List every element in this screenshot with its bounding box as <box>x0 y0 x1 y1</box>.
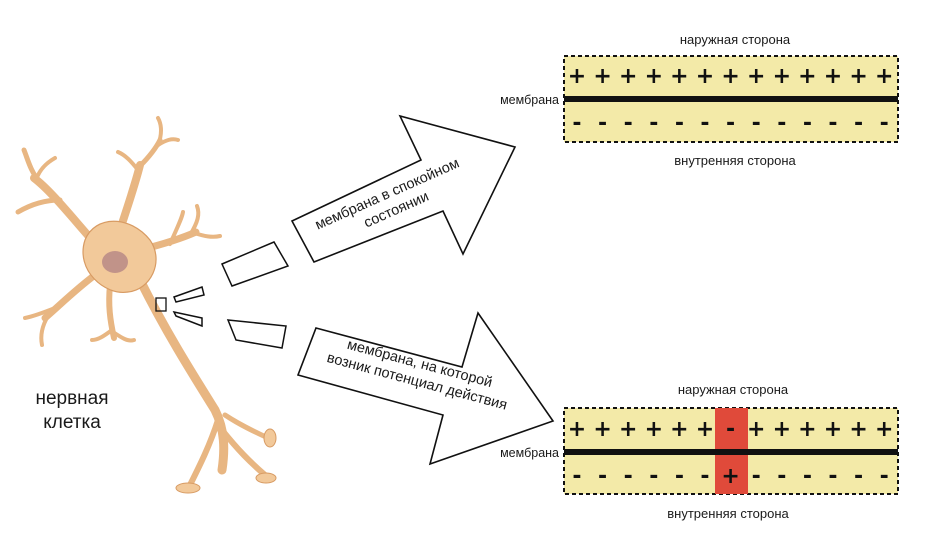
plus-charge: + <box>849 417 867 442</box>
membrane-label: мембрана <box>500 446 559 460</box>
axon-terminal <box>255 472 277 484</box>
minus-charge: - <box>803 111 812 136</box>
neuron-dendrites <box>15 116 222 347</box>
minus-charge: - <box>598 111 607 136</box>
plus-charge: + <box>773 64 791 89</box>
minus-charge: - <box>854 111 863 136</box>
axon-terminal <box>175 482 201 494</box>
minus-charge: - <box>854 464 863 489</box>
minus-charge: - <box>880 111 889 136</box>
plus-charge: + <box>670 417 688 442</box>
neuron-label-line1: нервная <box>35 388 108 409</box>
neuron-label-line2: клетка <box>43 412 101 433</box>
plus-charge: + <box>645 64 663 89</box>
zoom-rays <box>172 241 290 349</box>
minus-charge: - <box>624 464 633 489</box>
plus-charge: + <box>619 64 637 89</box>
plus-charge: + <box>670 64 688 89</box>
outer-charges: ++++++-++++++ <box>568 417 894 442</box>
membrane-region-marker <box>155 297 167 312</box>
minus-charge: - <box>726 417 735 442</box>
plus-charge: + <box>593 417 611 442</box>
minus-charge: - <box>803 464 812 489</box>
plus-charge: + <box>645 417 663 442</box>
minus-charge: - <box>624 111 633 136</box>
minus-charge: - <box>675 464 684 489</box>
plus-charge: + <box>619 417 637 442</box>
membrane-label: мембрана <box>500 93 559 107</box>
plus-charge: + <box>568 64 586 89</box>
plus-charge: + <box>721 464 739 489</box>
plus-charge: + <box>568 417 586 442</box>
plus-charge: + <box>696 417 714 442</box>
minus-charge: - <box>752 464 761 489</box>
minus-charge: - <box>828 464 837 489</box>
minus-charge: - <box>777 464 786 489</box>
neuron-nucleus <box>102 251 128 273</box>
plus-charge: + <box>824 417 842 442</box>
minus-charge: - <box>572 464 581 489</box>
inner-charges: ------+------ <box>572 464 888 489</box>
plus-charge: + <box>798 64 816 89</box>
minus-charge: - <box>777 111 786 136</box>
minus-charge: - <box>700 464 709 489</box>
outer-side-label: наружная сторона <box>680 32 791 47</box>
plus-charge: + <box>875 417 893 442</box>
minus-charge: - <box>598 464 607 489</box>
inner-side-label: внутренняя сторона <box>674 153 796 168</box>
plus-charge: + <box>849 64 867 89</box>
arrow-action: мембрана, на которой возник потенциал де… <box>296 311 555 466</box>
plus-charge: + <box>875 64 893 89</box>
plus-charge: + <box>593 64 611 89</box>
membrane-line <box>564 96 898 102</box>
neuron-illustration: нервная клетка <box>15 116 277 494</box>
minus-charge: - <box>649 111 658 136</box>
membrane-line <box>564 449 898 455</box>
minus-charge: - <box>828 111 837 136</box>
outer-side-label: наружная сторона <box>678 382 789 397</box>
plus-charge: + <box>696 64 714 89</box>
minus-charge: - <box>726 111 735 136</box>
inner-side-label: внутренняя сторона <box>667 506 789 521</box>
minus-charge: - <box>572 111 581 136</box>
minus-charge: - <box>880 464 889 489</box>
outer-charges: + + + + + + + + + + + + + <box>568 64 894 89</box>
membrane-panel-action: наружная сторона мембрана ++++++-++++++ … <box>500 382 899 521</box>
inner-charges: ------------- <box>572 111 888 136</box>
plus-charge: + <box>747 417 765 442</box>
plus-charge: + <box>747 64 765 89</box>
plus-charge: + <box>824 64 842 89</box>
minus-charge: - <box>649 464 658 489</box>
minus-charge: - <box>675 111 684 136</box>
arrow-rest: мембрана в спокойном состоянии <box>290 114 517 264</box>
plus-charge: + <box>721 64 739 89</box>
membrane-panel-rest: наружная сторона мембрана + + + + + + + + + + + ++ … <box>500 32 899 168</box>
axon-terminal <box>263 428 277 448</box>
plus-charge: + <box>798 417 816 442</box>
minus-charge: - <box>752 111 761 136</box>
minus-charge: - <box>700 111 709 136</box>
plus-charge: + <box>773 417 791 442</box>
